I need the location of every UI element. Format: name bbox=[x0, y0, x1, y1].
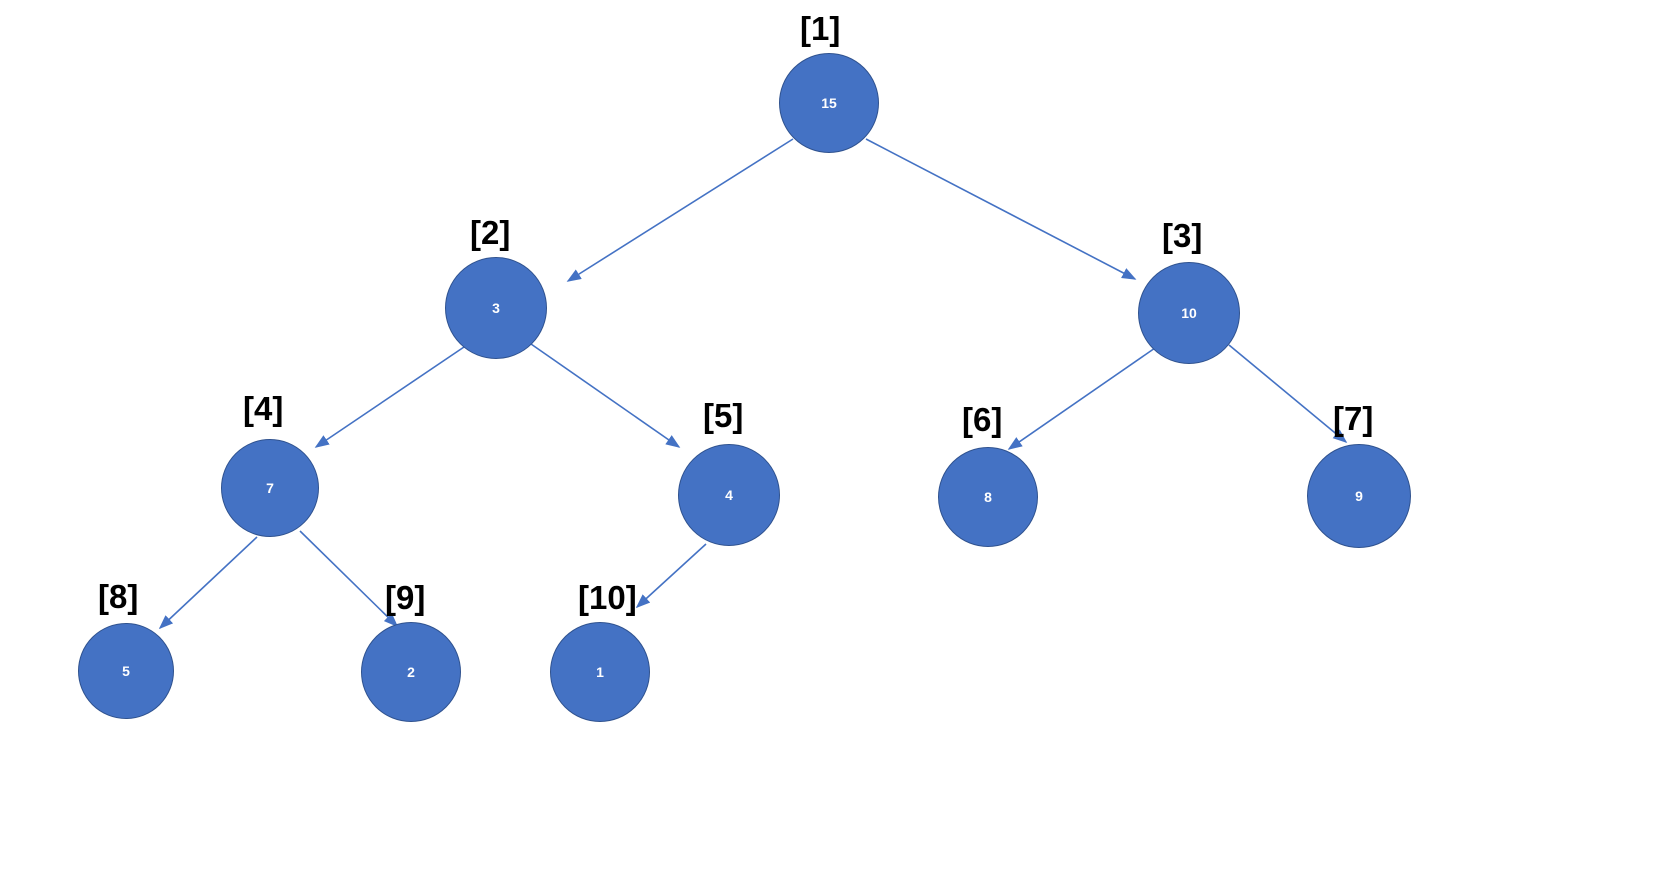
tree-node-value: 7 bbox=[266, 480, 274, 496]
tree-node-value: 8 bbox=[984, 489, 992, 505]
tree-node-10[interactable]: 1 bbox=[550, 622, 650, 722]
tree-node-value: 10 bbox=[1181, 305, 1197, 321]
node-index-label-8: [8] bbox=[98, 578, 139, 615]
node-index-label-1: [1] bbox=[800, 10, 841, 47]
tree-edge-3-to-6 bbox=[1007, 347, 1156, 450]
tree-node-4[interactable]: 7 bbox=[221, 439, 319, 537]
tree-edge-4-to-9 bbox=[299, 530, 399, 628]
tree-edge-1-to-2 bbox=[566, 138, 794, 282]
tree-node-value: 1 bbox=[596, 664, 604, 680]
tree-node-value: 15 bbox=[821, 95, 837, 111]
tree-node-8[interactable]: 5 bbox=[78, 623, 174, 719]
tree-node-value: 3 bbox=[492, 300, 500, 316]
node-index-label-2: [2] bbox=[470, 214, 511, 251]
tree-node-3[interactable]: 10 bbox=[1138, 262, 1240, 364]
tree-edges bbox=[158, 138, 1348, 630]
tree-node-6[interactable]: 8 bbox=[938, 447, 1038, 547]
node-index-label-7: [7] bbox=[1333, 400, 1374, 437]
tree-edge-4-to-8 bbox=[158, 536, 258, 630]
tree-node-5[interactable]: 4 bbox=[678, 444, 780, 546]
tree-node-7[interactable]: 9 bbox=[1307, 444, 1411, 548]
node-index-label-6: [6] bbox=[962, 401, 1003, 438]
tree-node-2[interactable]: 3 bbox=[445, 257, 547, 359]
tree-node-9[interactable]: 2 bbox=[361, 622, 461, 722]
node-index-label-5: [5] bbox=[703, 397, 744, 434]
node-index-label-3: [3] bbox=[1162, 217, 1203, 254]
node-index-label-10: [10] bbox=[578, 579, 637, 616]
tree-node-value: 2 bbox=[407, 664, 415, 680]
tree-node-1[interactable]: 15 bbox=[779, 53, 879, 153]
tree-node-value: 4 bbox=[725, 487, 733, 503]
tree-edge-3-to-7 bbox=[1228, 344, 1348, 444]
tree-edge-2-to-5 bbox=[530, 343, 681, 448]
node-index-label-4: [4] bbox=[243, 390, 284, 427]
node-index-label-9: [9] bbox=[385, 579, 426, 616]
tree-edge-1-to-3 bbox=[865, 138, 1137, 280]
tree-edge-2-to-4 bbox=[314, 346, 465, 448]
tree-edge-5-to-10 bbox=[635, 543, 707, 609]
tree-node-value: 5 bbox=[122, 663, 130, 679]
tree-node-value: 9 bbox=[1355, 488, 1363, 504]
